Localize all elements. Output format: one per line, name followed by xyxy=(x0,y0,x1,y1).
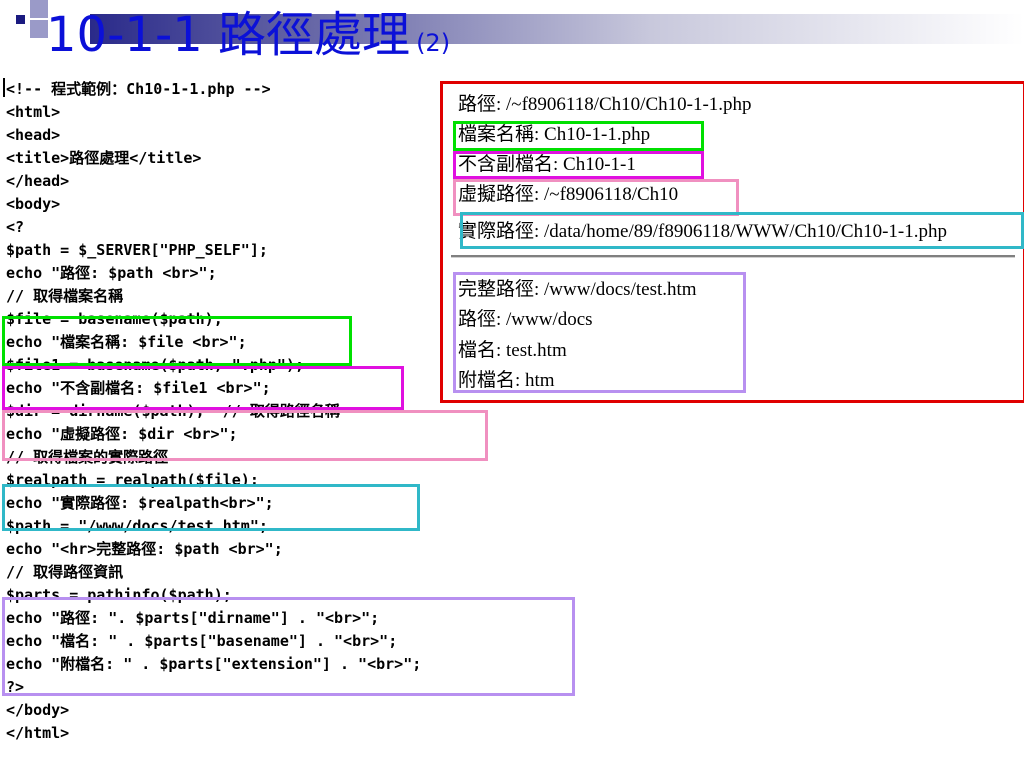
code-line: $dir = dirname($path); // 取得路徑名稱 xyxy=(6,402,340,420)
code-line: $path = $_SERVER["PHP_SELF"]; xyxy=(6,241,268,259)
code-line: echo "實際路徑: $realpath<br>"; xyxy=(6,494,274,512)
code-line: <html> xyxy=(6,103,61,121)
output-line: 實際路徑: /data/home/89/f8906118/WWW/Ch10/Ch… xyxy=(458,221,948,242)
slide-title-text: 10-1-1 路徑處理 xyxy=(46,7,411,63)
code-line: // 取得檔案的實際路徑 xyxy=(6,448,169,466)
output-line: 不含副檔名: Ch10-1-1 xyxy=(458,154,636,175)
code-line: ?> xyxy=(6,678,25,696)
code-line: // 取得檔案名稱 xyxy=(6,287,124,305)
output-line: 附檔名: htm xyxy=(458,370,555,391)
code-listing: <!-- 程式範例：Ch10-1-1.php --> <html> <head>… xyxy=(3,76,603,768)
title-decoration-square xyxy=(30,0,48,18)
code-line: echo "附檔名: " . $parts["extension"] . "<b… xyxy=(6,655,422,673)
code-line: <body> xyxy=(6,195,61,213)
output-line: 虛擬路徑: /~f8906118/Ch10 xyxy=(458,184,679,205)
code-line: echo "不含副檔名: $file1 <br>"; xyxy=(6,379,271,397)
code-line: </body> xyxy=(6,701,70,719)
title-decoration-square xyxy=(16,15,25,24)
code-line: <? xyxy=(6,218,25,236)
output-divider xyxy=(451,255,1015,258)
code-line: echo "路徑: $path <br>"; xyxy=(6,264,217,282)
browser-output-panel: 路徑: /~f8906118/Ch10/Ch10-1-1.php 檔案名稱: C… xyxy=(440,81,1024,403)
code-line: <head> xyxy=(6,126,61,144)
code-line: echo "虛擬路徑: $dir <br>"; xyxy=(6,425,238,443)
code-line: $realpath = realpath($file); xyxy=(6,471,259,489)
code-line: $file = basename($path); xyxy=(6,310,223,328)
title-gradient-bar xyxy=(90,14,1024,44)
output-line: 完整路徑: /www/docs/test.htm xyxy=(458,279,697,300)
code-line: <title>路徑處理</title> xyxy=(6,149,202,167)
code-line: echo "檔案名稱: $file <br>"; xyxy=(6,333,247,351)
slide-title: 10-1-1 路徑處理(2) xyxy=(46,2,450,76)
output-line: 路徑: /~f8906118/Ch10/Ch10-1-1.php xyxy=(458,94,752,115)
output-line: 檔名: test.htm xyxy=(458,340,567,361)
code-line: // 取得路徑資訊 xyxy=(6,563,124,581)
code-line: $file1 = basename($path, ".php"); xyxy=(6,356,305,374)
code-line: </head> xyxy=(6,172,70,190)
output-line: 檔案名稱: Ch10-1-1.php xyxy=(458,124,651,145)
code-line: $path = "/www/docs/test.htm"; xyxy=(6,517,268,535)
code-line: <!-- 程式範例：Ch10-1-1.php --> xyxy=(6,80,271,98)
code-line: echo "檔名: " . $parts["basename"] . "<br>… xyxy=(6,632,398,650)
code-line: echo "路徑: ". $parts["dirname"] . "<br>"; xyxy=(6,609,380,627)
output-line: 路徑: /www/docs xyxy=(458,309,593,330)
text-cursor xyxy=(3,78,5,97)
code-line: $parts = pathinfo($path); xyxy=(6,586,232,604)
code-line: </html> xyxy=(6,724,70,742)
title-decoration-square xyxy=(30,20,48,38)
slide-title-suffix: (2) xyxy=(416,29,451,57)
code-line: echo "<hr>完整路徑: $path <br>"; xyxy=(6,540,283,558)
